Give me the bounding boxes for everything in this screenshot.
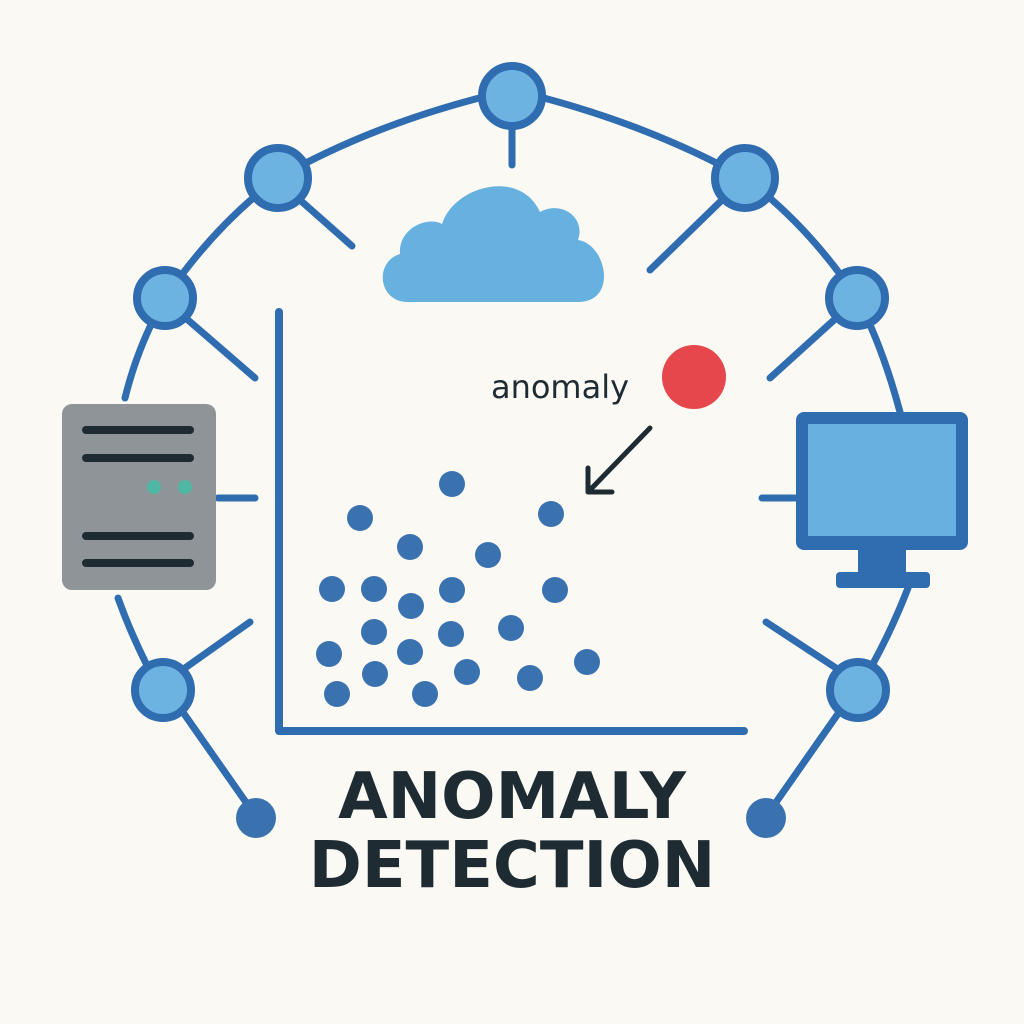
data-point (439, 471, 465, 497)
spoke-left-lower (181, 618, 254, 672)
spoke-left-upper (184, 316, 259, 382)
data-point (361, 576, 387, 602)
node-right-lower (826, 658, 890, 722)
monitor-neck (858, 550, 906, 572)
data-point (397, 534, 423, 560)
network-nodes (131, 62, 890, 722)
node-top-left (244, 144, 312, 212)
data-point (397, 639, 423, 665)
monitor-screen (808, 424, 956, 536)
ring-arc-top-left (274, 86, 516, 182)
title-line-1: ANOMALY (338, 760, 687, 834)
arrow-shaft (587, 425, 653, 493)
monitor-icon (796, 412, 968, 588)
node-left-upper (133, 266, 197, 330)
node-left-lower (131, 658, 195, 722)
node-right-upper (825, 266, 889, 330)
data-point (538, 501, 564, 527)
data-point (319, 576, 345, 602)
data-point (439, 577, 465, 603)
monitor-base (836, 572, 930, 588)
arrow-down-left-icon (585, 425, 653, 495)
data-point (362, 661, 388, 687)
data-point (454, 659, 480, 685)
node-top (478, 62, 546, 130)
data-point (517, 665, 543, 691)
spoke-top-left (296, 196, 356, 250)
data-point (542, 577, 568, 603)
server-icon (62, 404, 216, 590)
server-led-2 (178, 480, 192, 494)
data-point (498, 615, 524, 641)
data-point (412, 681, 438, 707)
arrow-head (585, 465, 615, 495)
server-body (62, 404, 216, 590)
spoke-bottom-left (176, 704, 254, 812)
normal-points (316, 471, 600, 707)
anomaly-point (662, 345, 726, 409)
node-bottom-left (236, 798, 276, 838)
data-point (574, 649, 600, 675)
data-point (361, 619, 387, 645)
data-point (398, 593, 424, 619)
cloud-icon (382, 186, 605, 302)
ring-arc-top-right (508, 86, 749, 182)
data-point (347, 505, 373, 531)
data-point (438, 621, 464, 647)
title-line-2: DETECTION (309, 829, 716, 903)
spoke-bottom-right (768, 704, 846, 812)
data-point (475, 542, 501, 568)
spoke-right-upper (766, 316, 838, 382)
spoke-top-right (646, 196, 726, 274)
chart-axes (275, 308, 748, 735)
data-point (316, 641, 342, 667)
anomaly-label: anomaly (491, 368, 629, 406)
node-top-right (711, 144, 779, 212)
node-bottom-right (746, 798, 786, 838)
data-point (324, 681, 350, 707)
server-led-1 (147, 480, 161, 494)
spoke-right-lower (762, 618, 840, 672)
